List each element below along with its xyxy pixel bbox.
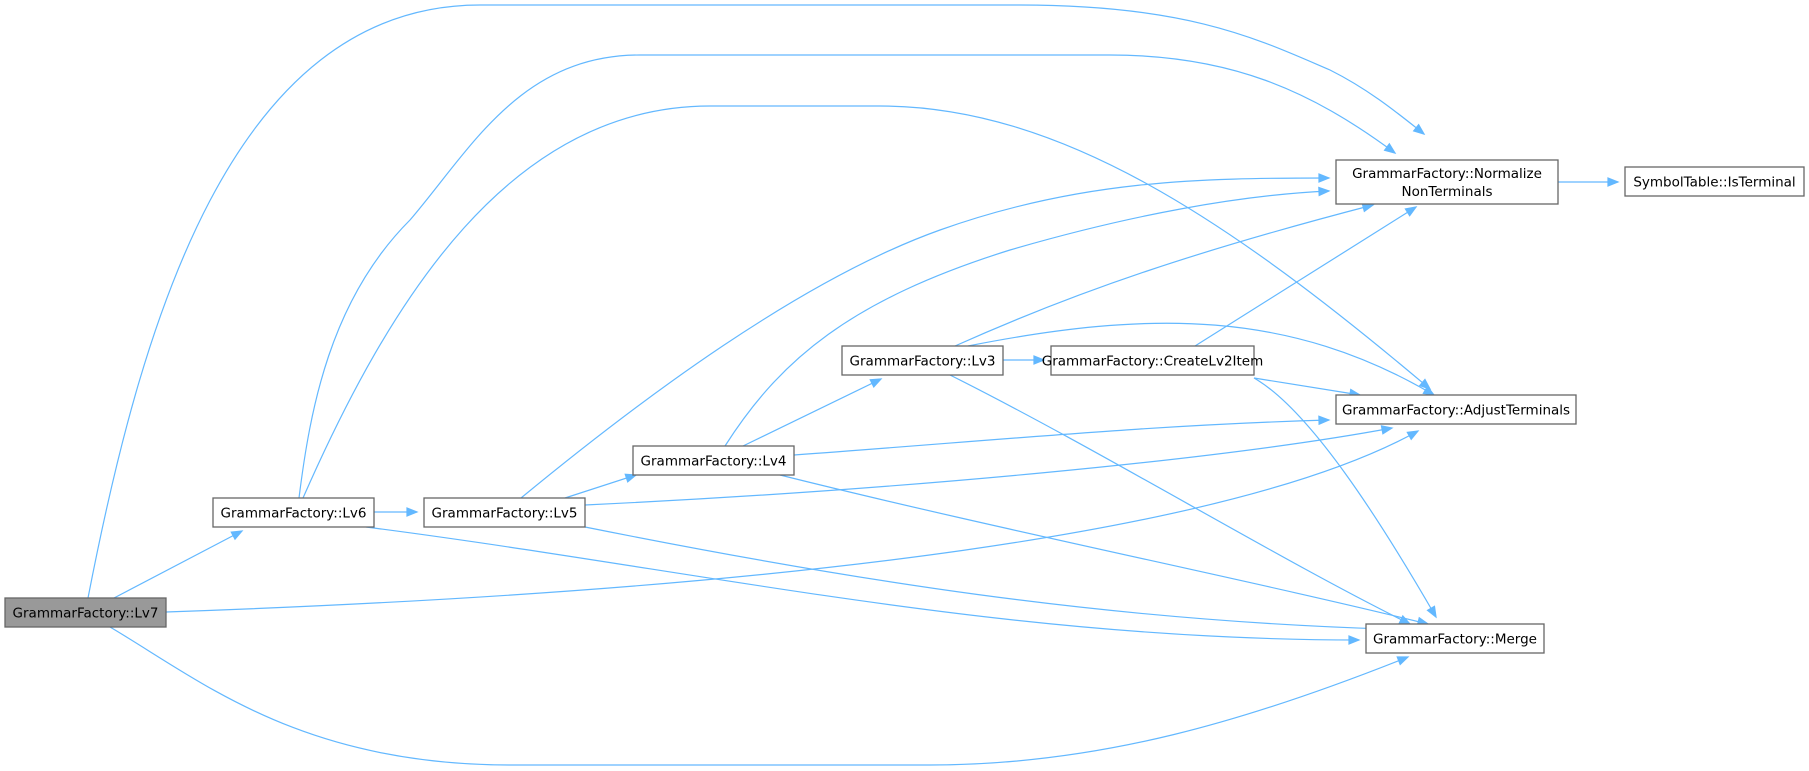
edge-line <box>302 105 1431 499</box>
node-adjust[interactable]: GrammarFactory::AdjustTerminals <box>1335 394 1577 425</box>
arrowhead <box>406 507 419 517</box>
edge-line <box>949 374 1411 625</box>
arrowhead <box>869 378 883 389</box>
arrowhead <box>1412 123 1426 136</box>
node-box <box>423 497 586 528</box>
arrowhead <box>1383 142 1397 154</box>
node-label: GrammarFactory::Lv6 <box>221 506 367 522</box>
edge-line <box>1253 377 1361 396</box>
edge-line <box>520 177 1330 499</box>
node-label: NonTerminals <box>1402 184 1493 200</box>
edge-lv7-to-normalize <box>87 4 1426 599</box>
node-label: GrammarFactory::Lv4 <box>641 454 787 470</box>
node-create[interactable]: GrammarFactory::CreateLv2Item <box>1042 345 1264 376</box>
edge-line <box>584 427 1393 506</box>
edge-lv7-to-lv6 <box>113 530 244 599</box>
node-box <box>1335 159 1559 205</box>
arrowhead <box>1318 415 1331 426</box>
arrowhead <box>1422 385 1436 396</box>
arrowhead <box>230 530 244 541</box>
edge-lv7-to-adjust <box>165 430 1420 613</box>
edge-line <box>1194 206 1417 347</box>
node-lv4[interactable]: GrammarFactory::Lv4 <box>632 445 795 476</box>
node-label: SymbolTable::IsTerminal <box>1633 175 1795 191</box>
arrowhead <box>1033 355 1046 365</box>
node-box <box>212 497 375 528</box>
arrowhead <box>1361 202 1375 213</box>
node-label: GrammarFactory::Normalize <box>1352 166 1542 182</box>
edge-line <box>165 430 1419 613</box>
node-isterm[interactable]: SymbolTable::IsTerminal <box>1624 166 1805 197</box>
edge-create-to-normalize <box>1194 206 1418 347</box>
edge-normalize-to-isterm <box>1558 177 1620 187</box>
edge-lv3-to-create <box>1003 355 1046 365</box>
arrowhead <box>1426 605 1437 619</box>
arrowhead <box>1406 430 1420 441</box>
edge-create-to-merge <box>1253 377 1437 619</box>
arrowhead <box>624 473 638 483</box>
edge-line <box>954 204 1374 347</box>
edge-layer <box>87 4 1620 766</box>
edge-line <box>584 526 1386 630</box>
node-lv7[interactable]: GrammarFactory::Lv7 <box>4 597 167 628</box>
edge-line <box>724 190 1330 447</box>
edge-line <box>564 474 637 499</box>
edge-line <box>109 626 1409 766</box>
edge-line <box>298 54 1396 499</box>
arrowhead <box>1404 206 1418 217</box>
edge-line <box>793 419 1330 456</box>
edge-lv4-to-normalize <box>724 186 1331 447</box>
edge-lv4-to-lv3 <box>742 378 883 447</box>
node-merge[interactable]: GrammarFactory::Merge <box>1365 623 1545 654</box>
node-box <box>1624 166 1805 197</box>
edge-line <box>87 4 1425 599</box>
node-box <box>1365 623 1545 654</box>
node-lv5[interactable]: GrammarFactory::Lv5 <box>423 497 586 528</box>
edge-line <box>742 378 882 447</box>
node-box <box>1050 345 1255 376</box>
arrowhead <box>1318 173 1331 183</box>
edge-lv5-to-lv4 <box>564 473 638 499</box>
arrowhead <box>1607 177 1620 187</box>
edge-lv7-to-merge <box>109 626 1410 766</box>
node-label: GrammarFactory::AdjustTerminals <box>1342 403 1570 419</box>
node-lv6[interactable]: GrammarFactory::Lv6 <box>212 497 375 528</box>
node-box <box>841 345 1004 376</box>
arrowhead <box>1396 656 1410 666</box>
arrowhead <box>1380 425 1394 435</box>
node-label: GrammarFactory::CreateLv2Item <box>1042 354 1264 370</box>
edge-line <box>113 530 243 599</box>
edge-line <box>1253 377 1437 618</box>
edge-lv6-to-normalize <box>298 54 1397 499</box>
edge-lv5-to-adjust <box>584 425 1394 506</box>
edge-lv4-to-adjust <box>793 415 1331 456</box>
node-box <box>1335 394 1577 425</box>
edge-lv3-to-adjust <box>967 322 1436 396</box>
edge-lv3-to-normalize <box>954 202 1375 347</box>
edge-lv6-to-lv5 <box>374 507 419 517</box>
edge-lv5-to-normalize <box>520 173 1331 499</box>
node-label: GrammarFactory::Lv3 <box>850 354 996 370</box>
edge-line <box>779 474 1429 625</box>
arrowhead <box>1318 186 1331 197</box>
node-label: GrammarFactory::Lv7 <box>13 606 159 622</box>
node-box <box>632 445 795 476</box>
node-label: GrammarFactory::Lv5 <box>432 506 578 522</box>
node-lv3[interactable]: GrammarFactory::Lv3 <box>841 345 1004 376</box>
edge-line <box>967 322 1435 396</box>
node-label: GrammarFactory::Merge <box>1373 632 1537 648</box>
arrowhead <box>1348 635 1361 645</box>
edge-line <box>365 526 1360 641</box>
node-box <box>4 597 167 628</box>
edge-lv6-to-adjust <box>302 105 1432 499</box>
edge-lv6-to-merge <box>365 526 1361 645</box>
